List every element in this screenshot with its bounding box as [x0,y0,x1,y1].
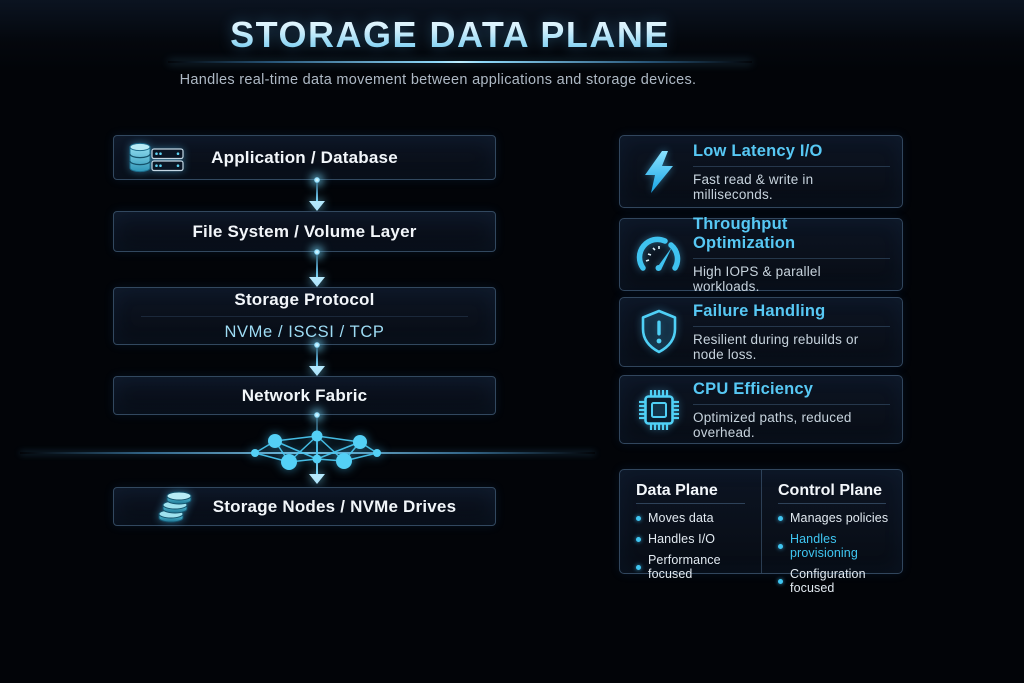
list-item: Performance focused [636,553,751,581]
flow-node-label: File System / Volume Layer [192,221,417,241]
list-item-text: Configuration focused [790,567,866,595]
feature-title: Throughput Optimization [693,215,796,252]
header-band [0,0,1024,70]
network-mesh-icon [251,430,381,470]
flow-node-sublabel: NVMe / ISCSI / TCP [224,323,385,341]
list-item-text: Performance focused [648,553,721,581]
feature-title: Failure Handling [693,302,826,320]
database-server-icon [127,141,185,175]
arrow-head [309,366,325,376]
arrow-head [309,277,325,287]
bullet-icon [778,515,783,521]
divider [140,316,469,317]
feature-description: High IOPS & parallel workloads. [693,264,821,294]
feature-card-throughput: Throughput Optimization High IOPS & para… [619,215,903,294]
column-title: Control Plane [778,482,883,499]
control-plane-column: Control Plane Manages policies Handles p… [761,470,902,595]
feature-card-low-latency: Low Latency I/O Fast read & write in mil… [619,135,903,208]
arrow-line [316,182,318,202]
arrow-head [309,474,325,484]
feature-description: Resilient during rebuilds or node loss. [693,332,859,362]
shield-alert-icon [635,309,683,355]
divider [778,503,887,504]
glow-dot [314,412,320,418]
list-item-text: Manages policies [790,511,889,525]
list-item: Handles I/O [636,532,751,546]
feature-description: Optimized paths, reduced overhead. [693,409,852,440]
flow-node-application-database: Application / Database [113,135,496,180]
fabric-horizontal-line [20,452,595,454]
divider [636,503,746,504]
flow-node-storage-nodes: Storage Nodes / NVMe Drives [113,487,496,526]
speedometer-icon [635,235,683,275]
bullet-icon [636,536,641,542]
flow-arrow-down-icon [309,177,325,211]
list-item: Handles provisioning [778,532,892,560]
list-item-text: Moves data [648,511,714,525]
flow-node-file-system: File System / Volume Layer [113,211,496,252]
page-title: STORAGE DATA PLANE [0,14,900,56]
feature-card-cpu-efficiency: CPU Efficiency Optimized paths, reduced … [619,375,903,444]
flow-node-label: Application / Database [211,147,398,167]
feature-title: Low Latency I/O [693,141,823,160]
data-plane-column: Data Plane Moves data Handles I/O Perfor… [620,470,761,581]
bullet-icon [778,578,783,584]
disk-stack-icon [153,490,199,524]
bullet-icon [636,515,641,521]
flow-node-network-fabric: Network Fabric [113,376,496,415]
list-item: Configuration focused [778,567,892,595]
lightning-bolt-icon [635,150,683,194]
flow-node-label: Network Fabric [241,385,368,405]
feature-card-failure-handling: Failure Handling Resilient during rebuil… [619,297,903,367]
plane-comparison-table: Data Plane Moves data Handles I/O Perfor… [619,469,903,595]
arrow-line [316,347,318,367]
flow-node-storage-protocol: Storage Protocol NVMe / ISCSI / TCP [113,287,496,345]
flow-arrow-down-icon [309,249,325,287]
glow-dot [314,249,320,255]
list-item: Moves data [636,511,751,525]
feature-description: Fast read & write in milliseconds. [693,171,814,202]
glow-dot [314,342,320,348]
divider [693,326,890,327]
flow-node-label: Storage Nodes / NVMe Drives [212,496,457,516]
column-title: Data Plane [636,482,718,499]
page-subtitle: Handles real-time data movement between … [179,72,697,88]
divider [693,403,890,405]
title-underline [168,61,752,63]
divider [693,165,890,167]
list-item: Manages policies [778,511,892,525]
glow-dot [314,177,320,183]
arrow-head [309,201,325,211]
bullet-icon [778,543,783,549]
list-item-text: Handles provisioning [790,532,858,560]
cpu-chip-icon [635,388,683,432]
divider [693,258,890,259]
bullet-icon [636,564,641,570]
arrow-line [316,254,318,278]
flow-node-label: Storage Protocol [234,290,375,309]
list-item-text: Handles I/O [648,532,716,546]
flow-arrow-down-icon [309,342,325,376]
feature-title: CPU Efficiency [693,379,814,398]
